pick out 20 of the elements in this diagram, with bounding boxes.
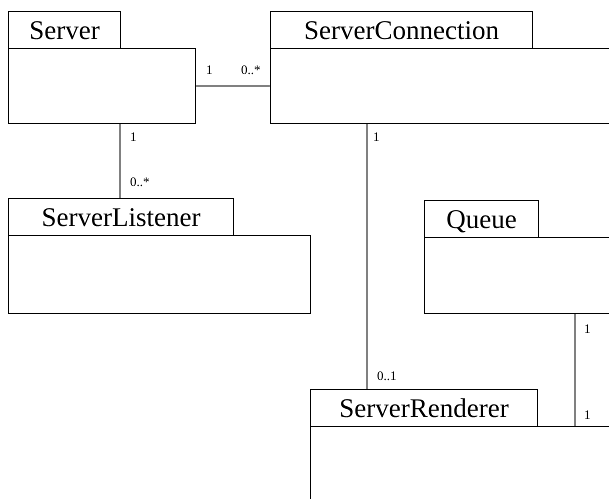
class-name: ServerListener	[8, 198, 234, 236]
class-name: ServerConnection	[270, 11, 533, 49]
multiplicity-label: 1	[206, 63, 212, 77]
class-name: ServerRenderer	[310, 389, 538, 427]
multiplicity-label: 1	[130, 130, 136, 144]
class-box	[424, 200, 609, 314]
multiplicity-label: 0..1	[377, 369, 396, 383]
class-box	[8, 11, 196, 124]
multiplicity-label: 0..*	[130, 175, 150, 189]
multiplicity-label: 1	[373, 130, 380, 144]
multiplicity-label: 0..*	[241, 63, 260, 77]
multiplicity-label: 1	[584, 408, 590, 422]
class-box	[270, 11, 609, 124]
class-name: Queue	[424, 200, 539, 238]
association-line	[366, 124, 368, 390]
class-box	[310, 389, 609, 499]
class-box	[8, 198, 311, 314]
class-name: Server	[8, 11, 121, 49]
multiplicity-label: 1	[584, 322, 590, 336]
association-line	[574, 314, 576, 426]
